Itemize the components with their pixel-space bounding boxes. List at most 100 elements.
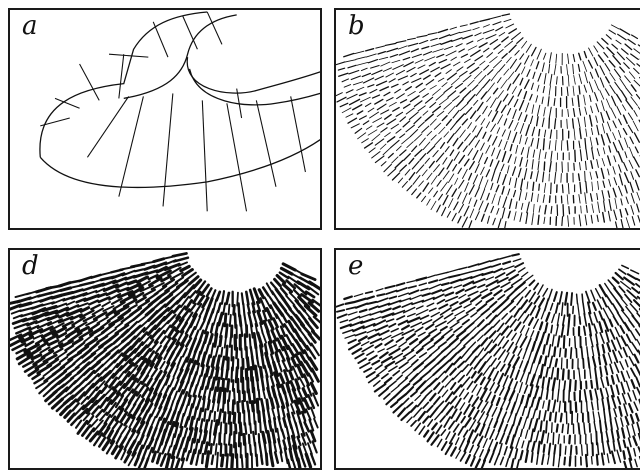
stroke-mark bbox=[515, 157, 517, 164]
stroke-mark bbox=[607, 47, 614, 54]
stroke-mark bbox=[460, 25, 467, 27]
stroke-mark bbox=[219, 388, 221, 402]
stroke-mark bbox=[443, 171, 449, 179]
stroke-mark bbox=[603, 308, 608, 318]
stroke-mark bbox=[441, 64, 450, 69]
stroke-mark bbox=[478, 362, 485, 372]
stroke-mark bbox=[149, 278, 161, 285]
stroke-mark bbox=[607, 441, 610, 453]
stroke-mark bbox=[456, 83, 463, 88]
stroke-mark bbox=[493, 22, 501, 25]
grid-cross-line bbox=[202, 100, 207, 211]
stroke-mark bbox=[600, 333, 604, 343]
stroke-mark bbox=[516, 394, 518, 402]
stroke-mark bbox=[567, 87, 568, 96]
stroke-mark bbox=[579, 141, 580, 148]
stroke-mark bbox=[441, 361, 449, 368]
stroke-mark bbox=[229, 434, 230, 445]
stroke-mark bbox=[416, 278, 426, 281]
stroke-mark bbox=[454, 357, 461, 364]
stroke-mark bbox=[481, 189, 485, 200]
stroke-mark bbox=[482, 214, 485, 221]
stroke-mark bbox=[451, 78, 459, 85]
stroke-mark bbox=[490, 345, 496, 353]
stroke-mark bbox=[608, 156, 611, 165]
stroke-mark bbox=[562, 325, 564, 337]
stroke-mark bbox=[508, 189, 510, 195]
stroke-mark bbox=[145, 266, 155, 269]
stroke-mark bbox=[391, 329, 398, 332]
stroke-mark bbox=[494, 421, 497, 427]
stroke-mark bbox=[625, 173, 629, 183]
stroke-mark bbox=[502, 314, 507, 319]
stroke-mark bbox=[502, 130, 505, 136]
stroke-mark bbox=[568, 216, 569, 227]
stroke-mark bbox=[450, 353, 457, 360]
stroke-mark bbox=[415, 150, 422, 157]
stroke-mark bbox=[590, 95, 591, 101]
stroke-mark bbox=[544, 445, 545, 452]
stroke-mark bbox=[632, 343, 638, 352]
stroke-mark bbox=[65, 411, 71, 417]
stroke-mark bbox=[526, 395, 529, 407]
stroke-mark bbox=[554, 64, 556, 75]
stroke-mark bbox=[478, 102, 483, 110]
stroke-mark bbox=[551, 368, 553, 379]
stroke-mark bbox=[620, 29, 630, 35]
stroke-mark bbox=[519, 383, 522, 393]
stroke-mark bbox=[604, 320, 608, 331]
stroke-mark bbox=[487, 53, 493, 58]
stroke-mark bbox=[464, 282, 474, 287]
stroke-mark bbox=[217, 378, 219, 391]
stroke-mark bbox=[514, 190, 516, 196]
stroke-mark bbox=[425, 97, 432, 103]
stroke-mark bbox=[431, 332, 440, 339]
stroke-mark bbox=[600, 367, 601, 376]
stroke-mark bbox=[368, 334, 378, 339]
stroke-mark bbox=[599, 322, 602, 332]
stroke-mark bbox=[496, 185, 499, 191]
stroke-mark bbox=[508, 72, 514, 79]
stroke-mark bbox=[606, 111, 609, 119]
stroke-mark bbox=[400, 150, 406, 155]
stroke-mark bbox=[632, 288, 639, 293]
stroke-mark bbox=[585, 107, 587, 114]
stroke-mark bbox=[611, 386, 614, 397]
stroke-mark bbox=[397, 316, 404, 320]
stroke-mark bbox=[354, 294, 362, 297]
stroke-mark bbox=[83, 287, 93, 290]
stroke-mark bbox=[176, 459, 180, 468]
grid-cross-line bbox=[207, 12, 222, 44]
stroke-mark bbox=[437, 180, 441, 186]
stroke-mark bbox=[581, 445, 582, 456]
stroke-mark bbox=[199, 387, 202, 397]
stroke-mark bbox=[361, 68, 367, 70]
stroke-mark bbox=[423, 402, 428, 408]
stroke-mark bbox=[625, 138, 629, 148]
stroke-mark bbox=[410, 339, 417, 344]
stroke-mark bbox=[484, 48, 489, 52]
stroke-mark bbox=[375, 156, 384, 163]
stroke-mark bbox=[520, 157, 522, 166]
stroke-mark bbox=[597, 125, 599, 134]
stroke-mark bbox=[78, 303, 88, 306]
stroke-mark bbox=[475, 188, 479, 197]
stroke-mark bbox=[590, 172, 592, 179]
stroke-mark bbox=[452, 306, 461, 311]
stroke-mark bbox=[417, 35, 427, 37]
stroke-mark bbox=[499, 444, 502, 455]
stroke-mark bbox=[383, 68, 391, 72]
stroke-mark bbox=[626, 197, 628, 203]
stroke-mark bbox=[451, 57, 456, 60]
stroke-mark bbox=[458, 168, 461, 173]
stroke-mark bbox=[624, 115, 628, 123]
stroke-mark bbox=[377, 368, 387, 376]
stroke-mark bbox=[526, 125, 529, 136]
stroke-mark bbox=[411, 421, 416, 426]
stroke-mark bbox=[600, 90, 604, 99]
stroke-mark bbox=[614, 156, 616, 162]
stroke-mark bbox=[634, 402, 638, 410]
stroke-mark bbox=[556, 77, 557, 84]
grid-cross-line bbox=[119, 54, 124, 98]
stroke-mark bbox=[387, 48, 398, 51]
